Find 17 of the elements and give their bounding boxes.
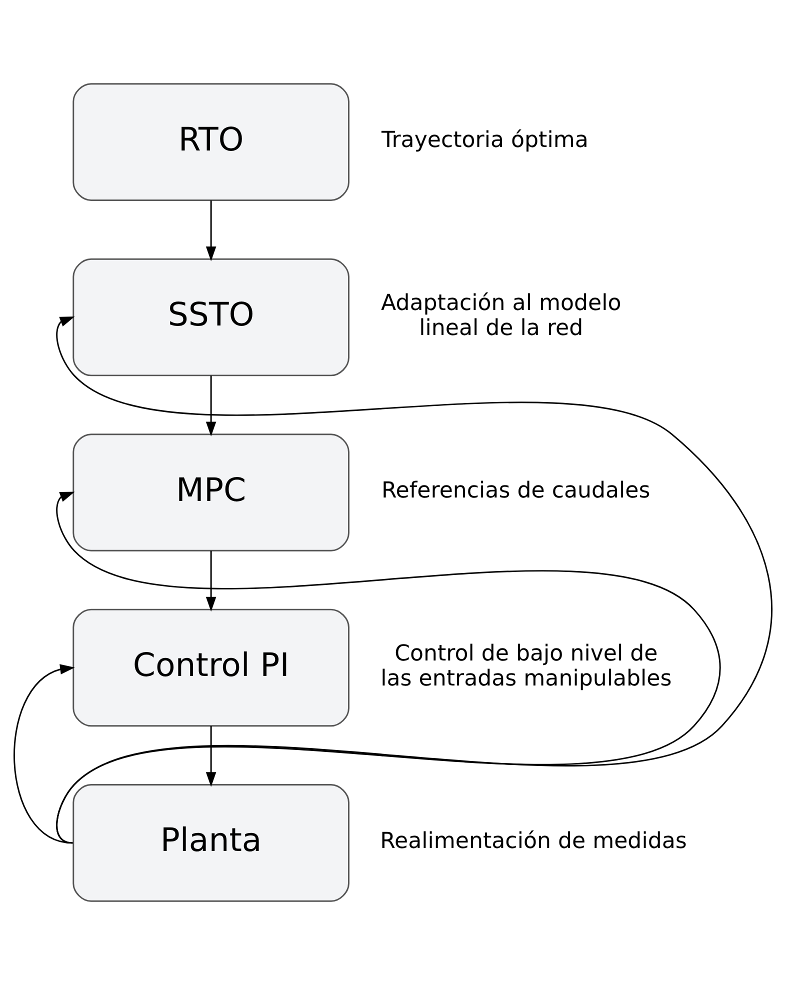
node-label: Trayectoria óptima bbox=[381, 128, 588, 154]
arrow bbox=[56, 316, 772, 844]
node-box: Control PI bbox=[72, 608, 350, 727]
node-label: Referencias de caudales bbox=[381, 478, 650, 504]
node-label: Adaptación al modelo lineal de la red bbox=[381, 290, 622, 341]
node-box: Planta bbox=[72, 784, 350, 902]
arrow bbox=[206, 376, 216, 436]
arrow bbox=[206, 200, 216, 262]
arrow bbox=[206, 726, 216, 787]
node-label: Realimentación de medidas bbox=[380, 829, 687, 854]
node-label: Control de bajo nivel de las entradas manipulables bbox=[380, 641, 672, 692]
node-box: MPC bbox=[72, 434, 350, 552]
arrow bbox=[206, 550, 216, 612]
arrow bbox=[14, 664, 75, 844]
node-box: SSTO bbox=[72, 258, 350, 376]
node-box: RTO bbox=[72, 83, 350, 201]
arrow bbox=[56, 492, 721, 844]
